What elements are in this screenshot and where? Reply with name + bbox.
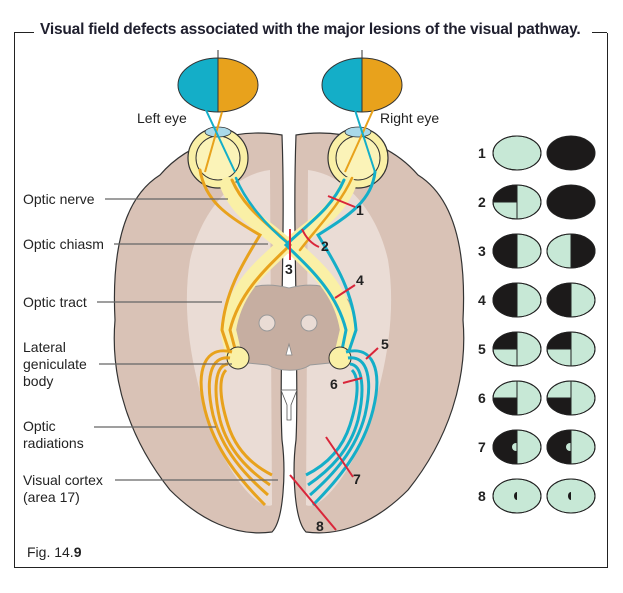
lesion-7 — [325, 436, 354, 478]
optic-radiations-right — [305, 349, 379, 507]
visual-field-oval — [546, 135, 596, 171]
lesion-6 — [342, 377, 363, 384]
visual-field-oval — [492, 380, 542, 416]
figure-frame — [14, 33, 608, 568]
right-eye-label: Right eye — [380, 110, 440, 126]
left-eye-visual-field — [177, 50, 259, 113]
visual-field-oval — [546, 380, 596, 416]
cerebral-peduncle-left — [258, 314, 276, 332]
visual-field-oval — [546, 184, 596, 220]
visual-field-oval — [492, 478, 542, 514]
visual-field-oval — [492, 135, 542, 171]
visual-field-oval — [492, 184, 542, 220]
lesion-8 — [289, 474, 337, 531]
visual-field-defect-panel: 1 2 3 4 5 6 7 8 — [478, 135, 596, 514]
defect-row-number: 2 — [478, 194, 486, 210]
label-optic-tract: Optic tract — [23, 294, 87, 310]
lesion-4 — [334, 284, 356, 299]
visual-field-oval — [492, 429, 542, 465]
lesion-number-5: 5 — [381, 336, 389, 352]
label-lateral-geniculate-body: Lateral geniculate body — [23, 339, 87, 389]
posterior-ventricle — [280, 389, 298, 421]
lesion-number-2: 2 — [321, 238, 329, 254]
lesion-number-1: 1 — [356, 202, 364, 218]
visual-field-oval — [546, 429, 596, 465]
figure-caption: Fig. 14.9 — [27, 544, 82, 560]
label-visual-cortex: Visual cortex (area 17) — [23, 472, 103, 505]
cerebral-peduncle-right — [300, 314, 318, 332]
lesion-number-7: 7 — [353, 471, 361, 487]
lesion-numbers: 1 2 3 4 5 6 7 8 — [285, 202, 389, 534]
label-optic-nerve: Optic nerve — [23, 191, 95, 207]
defect-row-number: 1 — [478, 145, 486, 161]
lesion-number-8: 8 — [316, 518, 324, 534]
left-eyeball — [187, 126, 249, 189]
visual-field-oval — [546, 233, 596, 269]
brain — [113, 132, 465, 534]
optic-radiations-left — [199, 349, 273, 507]
light-rays — [204, 107, 376, 173]
frame-top-left — [14, 32, 34, 33]
visual-field-oval — [492, 233, 542, 269]
right-eye-visual-field — [321, 50, 403, 113]
right-eyeball — [327, 126, 389, 189]
lesion-5 — [365, 347, 379, 360]
defect-row-number: 8 — [478, 488, 486, 504]
visual-field-oval — [492, 282, 542, 318]
lesion-number-3: 3 — [285, 261, 293, 277]
lesion-number-4: 4 — [356, 272, 364, 288]
aqueduct — [285, 342, 293, 356]
defect-row-number: 5 — [478, 341, 486, 357]
figure-title: Visual field defects associated with the… — [40, 21, 581, 38]
figure-prefix: Fig. 14. — [27, 544, 74, 560]
lesion-2 — [301, 228, 320, 248]
lesion-1 — [327, 195, 356, 208]
visual-field-oval — [546, 331, 596, 367]
left-eye-label: Left eye — [137, 110, 187, 126]
defect-row-number: 4 — [478, 292, 486, 308]
lesion-number-6: 6 — [330, 376, 338, 392]
defect-row-number: 7 — [478, 439, 486, 455]
lesion-markers — [289, 195, 379, 531]
visual-field-oval — [546, 478, 596, 514]
figure-number: 9 — [73, 544, 82, 560]
frame-top-right — [592, 32, 607, 33]
label-optic-chiasm: Optic chiasm — [23, 236, 104, 252]
leader-lines — [94, 198, 278, 481]
visual-pathway-fibers — [198, 168, 377, 368]
defect-row-number: 6 — [478, 390, 486, 406]
visual-field-oval — [492, 331, 542, 367]
defect-row-number: 3 — [478, 243, 486, 259]
label-optic-radiations: Optic radiations — [23, 418, 84, 451]
visual-field-oval — [546, 282, 596, 318]
